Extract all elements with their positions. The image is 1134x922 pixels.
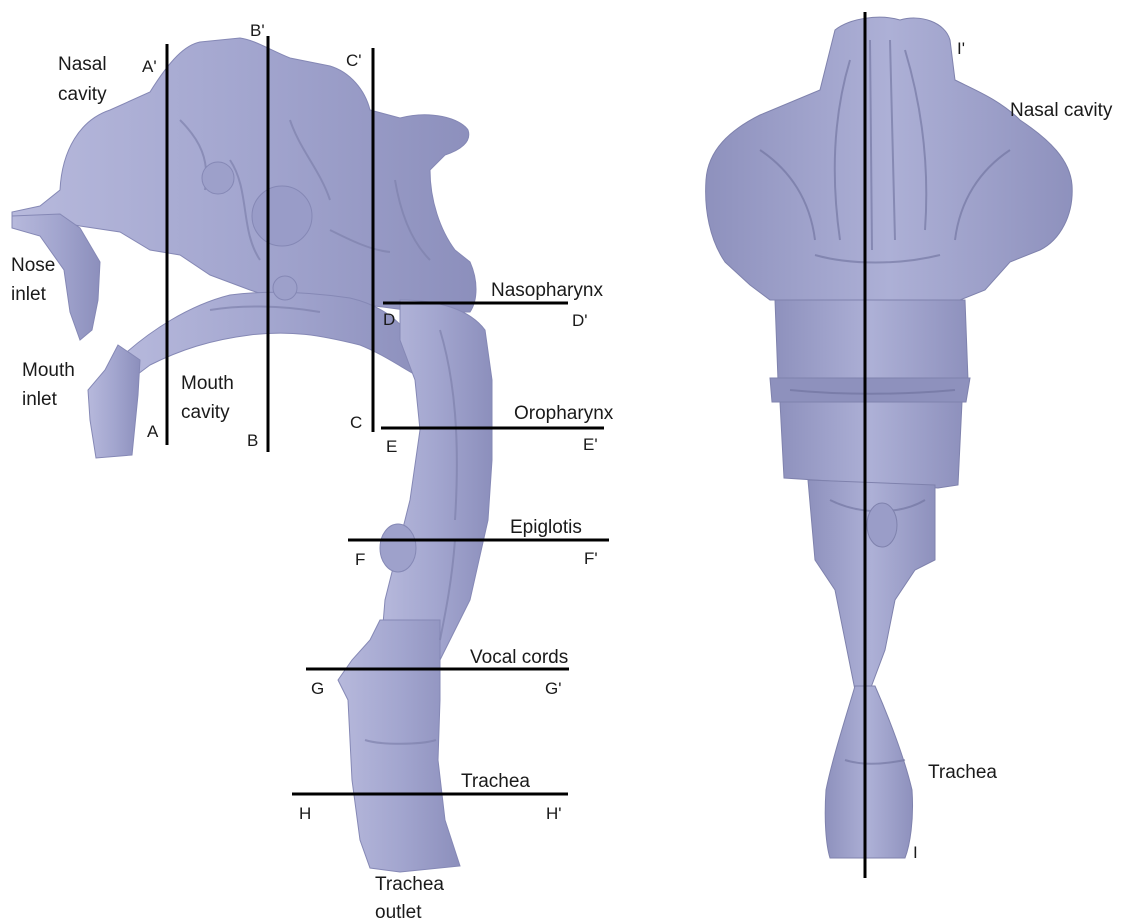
section-c-end-label: C' [346,51,362,70]
section-a-end-label: A' [142,57,157,76]
label-mouth-inlet-line2: inlet [22,389,58,410]
sagittal-epiglottis-shape [380,524,416,572]
sagittal-mouth-inlet-shape [88,345,140,458]
section-a-start-label: A [147,422,159,441]
section-e-start-label: E [386,437,397,456]
sagittal-turbinate-blob [252,186,312,246]
section-h-end-label: H' [546,804,562,823]
label-oropharynx: Oropharynx [514,403,614,424]
label-nose-inlet-line1: Nose [11,255,55,276]
sagittal-airway-model [12,38,492,872]
section-g-start-label: G [311,679,324,698]
section-e-end-label: E' [583,435,598,454]
section-d-start-label: D [383,310,395,329]
frontal-vocal-fold-shape [867,503,897,547]
label-nose-inlet-line2: inlet [11,284,47,305]
sagittal-trachea-shape [338,620,460,872]
section-f-end-label: F' [584,549,598,568]
section-b-start-label: B [247,431,258,450]
section-h-start-label: H [299,804,311,823]
label-mouth-cavity-line2: cavity [181,402,230,423]
frontal-airway-model [706,17,1073,858]
label-trachea-front: Trachea [928,762,997,783]
label-trachea-outlet-line2: outlet [375,902,422,922]
section-f-start-label: F [355,550,365,569]
frontal-oropharynx-shape [780,402,962,488]
sagittal-nose-inlet-shape [12,214,100,340]
section-i-start-label: I [913,843,918,862]
frontal-pharynx-shape [775,300,968,380]
frontal-trachea-shape [825,686,912,858]
section-i-end-label: I' [957,39,965,58]
label-nasopharynx: Nasopharynx [491,280,603,301]
label-vocal-cords: Vocal cords [470,647,568,668]
section-b-end-label: B' [250,21,265,40]
section-c-start-label: C [350,413,362,432]
sagittal-turbinate-blob [273,276,297,300]
section-g-end-label: G' [545,679,561,698]
sagittal-turbinate-blob [202,162,234,194]
label-nasal-cavity-front: Nasal cavity [1010,100,1113,121]
section-d-end-label: D' [572,311,588,330]
label-mouth-cavity-line1: Mouth [181,373,234,394]
label-mouth-inlet-line1: Mouth [22,360,75,381]
label-epiglottis: Epiglotis [510,517,582,538]
label-nasal-cavity-line2: cavity [58,84,107,105]
label-trachea-outlet-line1: Trachea [375,874,444,895]
label-trachea-side: Trachea [461,771,530,792]
frontal-nasal-cavity-shape [706,17,1073,300]
label-nasal-cavity-line1: Nasal [58,54,107,75]
